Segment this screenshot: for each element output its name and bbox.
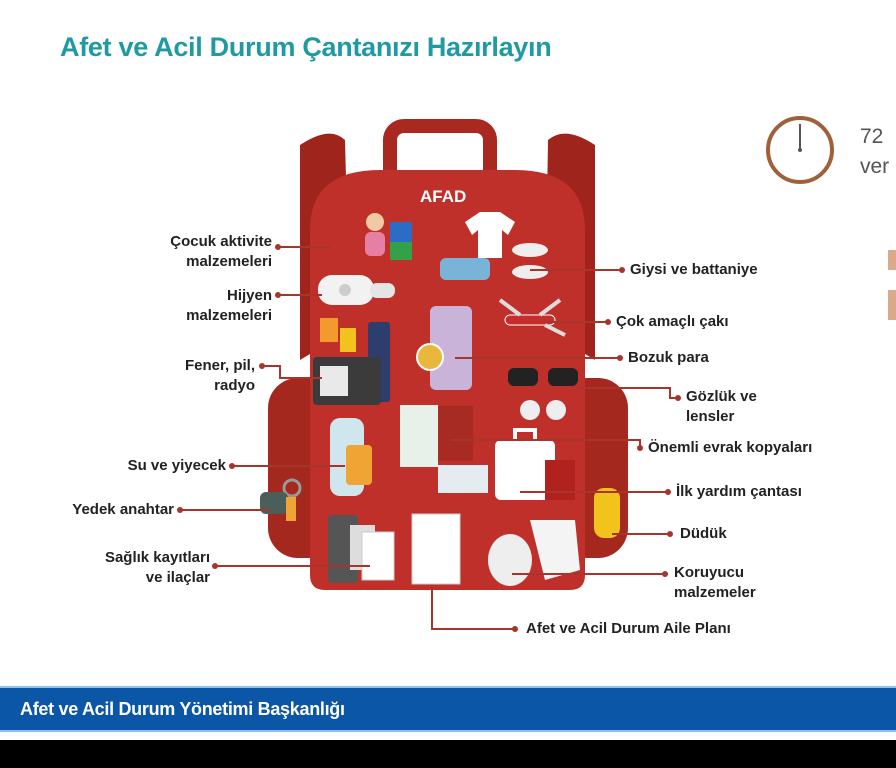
- keys-item: [260, 478, 302, 521]
- clock-icon: [766, 116, 834, 184]
- leader-lines: [180, 246, 678, 630]
- first-aid-items: [495, 428, 575, 500]
- afad-logo: AFAD: [420, 187, 466, 206]
- side-text-line1: 72: [860, 125, 884, 148]
- toy-items: [365, 213, 412, 260]
- documents-items: [400, 405, 488, 493]
- whistle-item: [594, 488, 620, 538]
- footer-text: Afet ve Acil Durum Yönetimi Başkanlığı: [20, 699, 345, 719]
- footer-bar: Afet ve Acil Durum Yönetimi Başkanlığı: [0, 686, 896, 732]
- knife-item: [498, 298, 566, 337]
- coin-phone-items: [416, 306, 472, 390]
- label-whistle: Düdük: [680, 525, 727, 542]
- hygiene-items: [318, 275, 395, 305]
- label-water-food: Su ve yiyecek: [127, 457, 226, 474]
- side-text-line2: ver: [860, 155, 890, 178]
- glasses-item: [508, 368, 578, 420]
- partial-figure: [888, 250, 896, 320]
- label-spare-key: Yedek anahtar: [72, 501, 174, 518]
- flashlight-radio-items: [313, 318, 390, 405]
- water-food-items: [330, 418, 372, 496]
- clothes-items: [440, 212, 548, 280]
- label-flashlight-radio: Fener, pil,radyo: [184, 357, 255, 394]
- label-first-aid: İlk yardım çantası: [676, 483, 802, 500]
- label-family-plan: Afet ve Acil Durum Aile Planı: [526, 620, 731, 637]
- label-coins: Bozuk para: [628, 349, 709, 366]
- bottom-black-bar: [0, 740, 896, 768]
- label-multitool: Çok amaçlı çakı: [616, 313, 729, 330]
- family-plan-document: [411, 513, 461, 585]
- backpack-illustration: AFAD: [177, 116, 896, 632]
- leader-dots: [177, 244, 681, 632]
- protective-items: [488, 520, 580, 586]
- side-text: 72 ver: [860, 122, 889, 182]
- label-clothes-blanket: Giysi ve battaniye: [630, 261, 758, 278]
- page-title: Afet ve Acil Durum Çantanızı Hazırlayın: [60, 32, 552, 62]
- label-documents: Önemli evrak kopyaları: [648, 439, 813, 456]
